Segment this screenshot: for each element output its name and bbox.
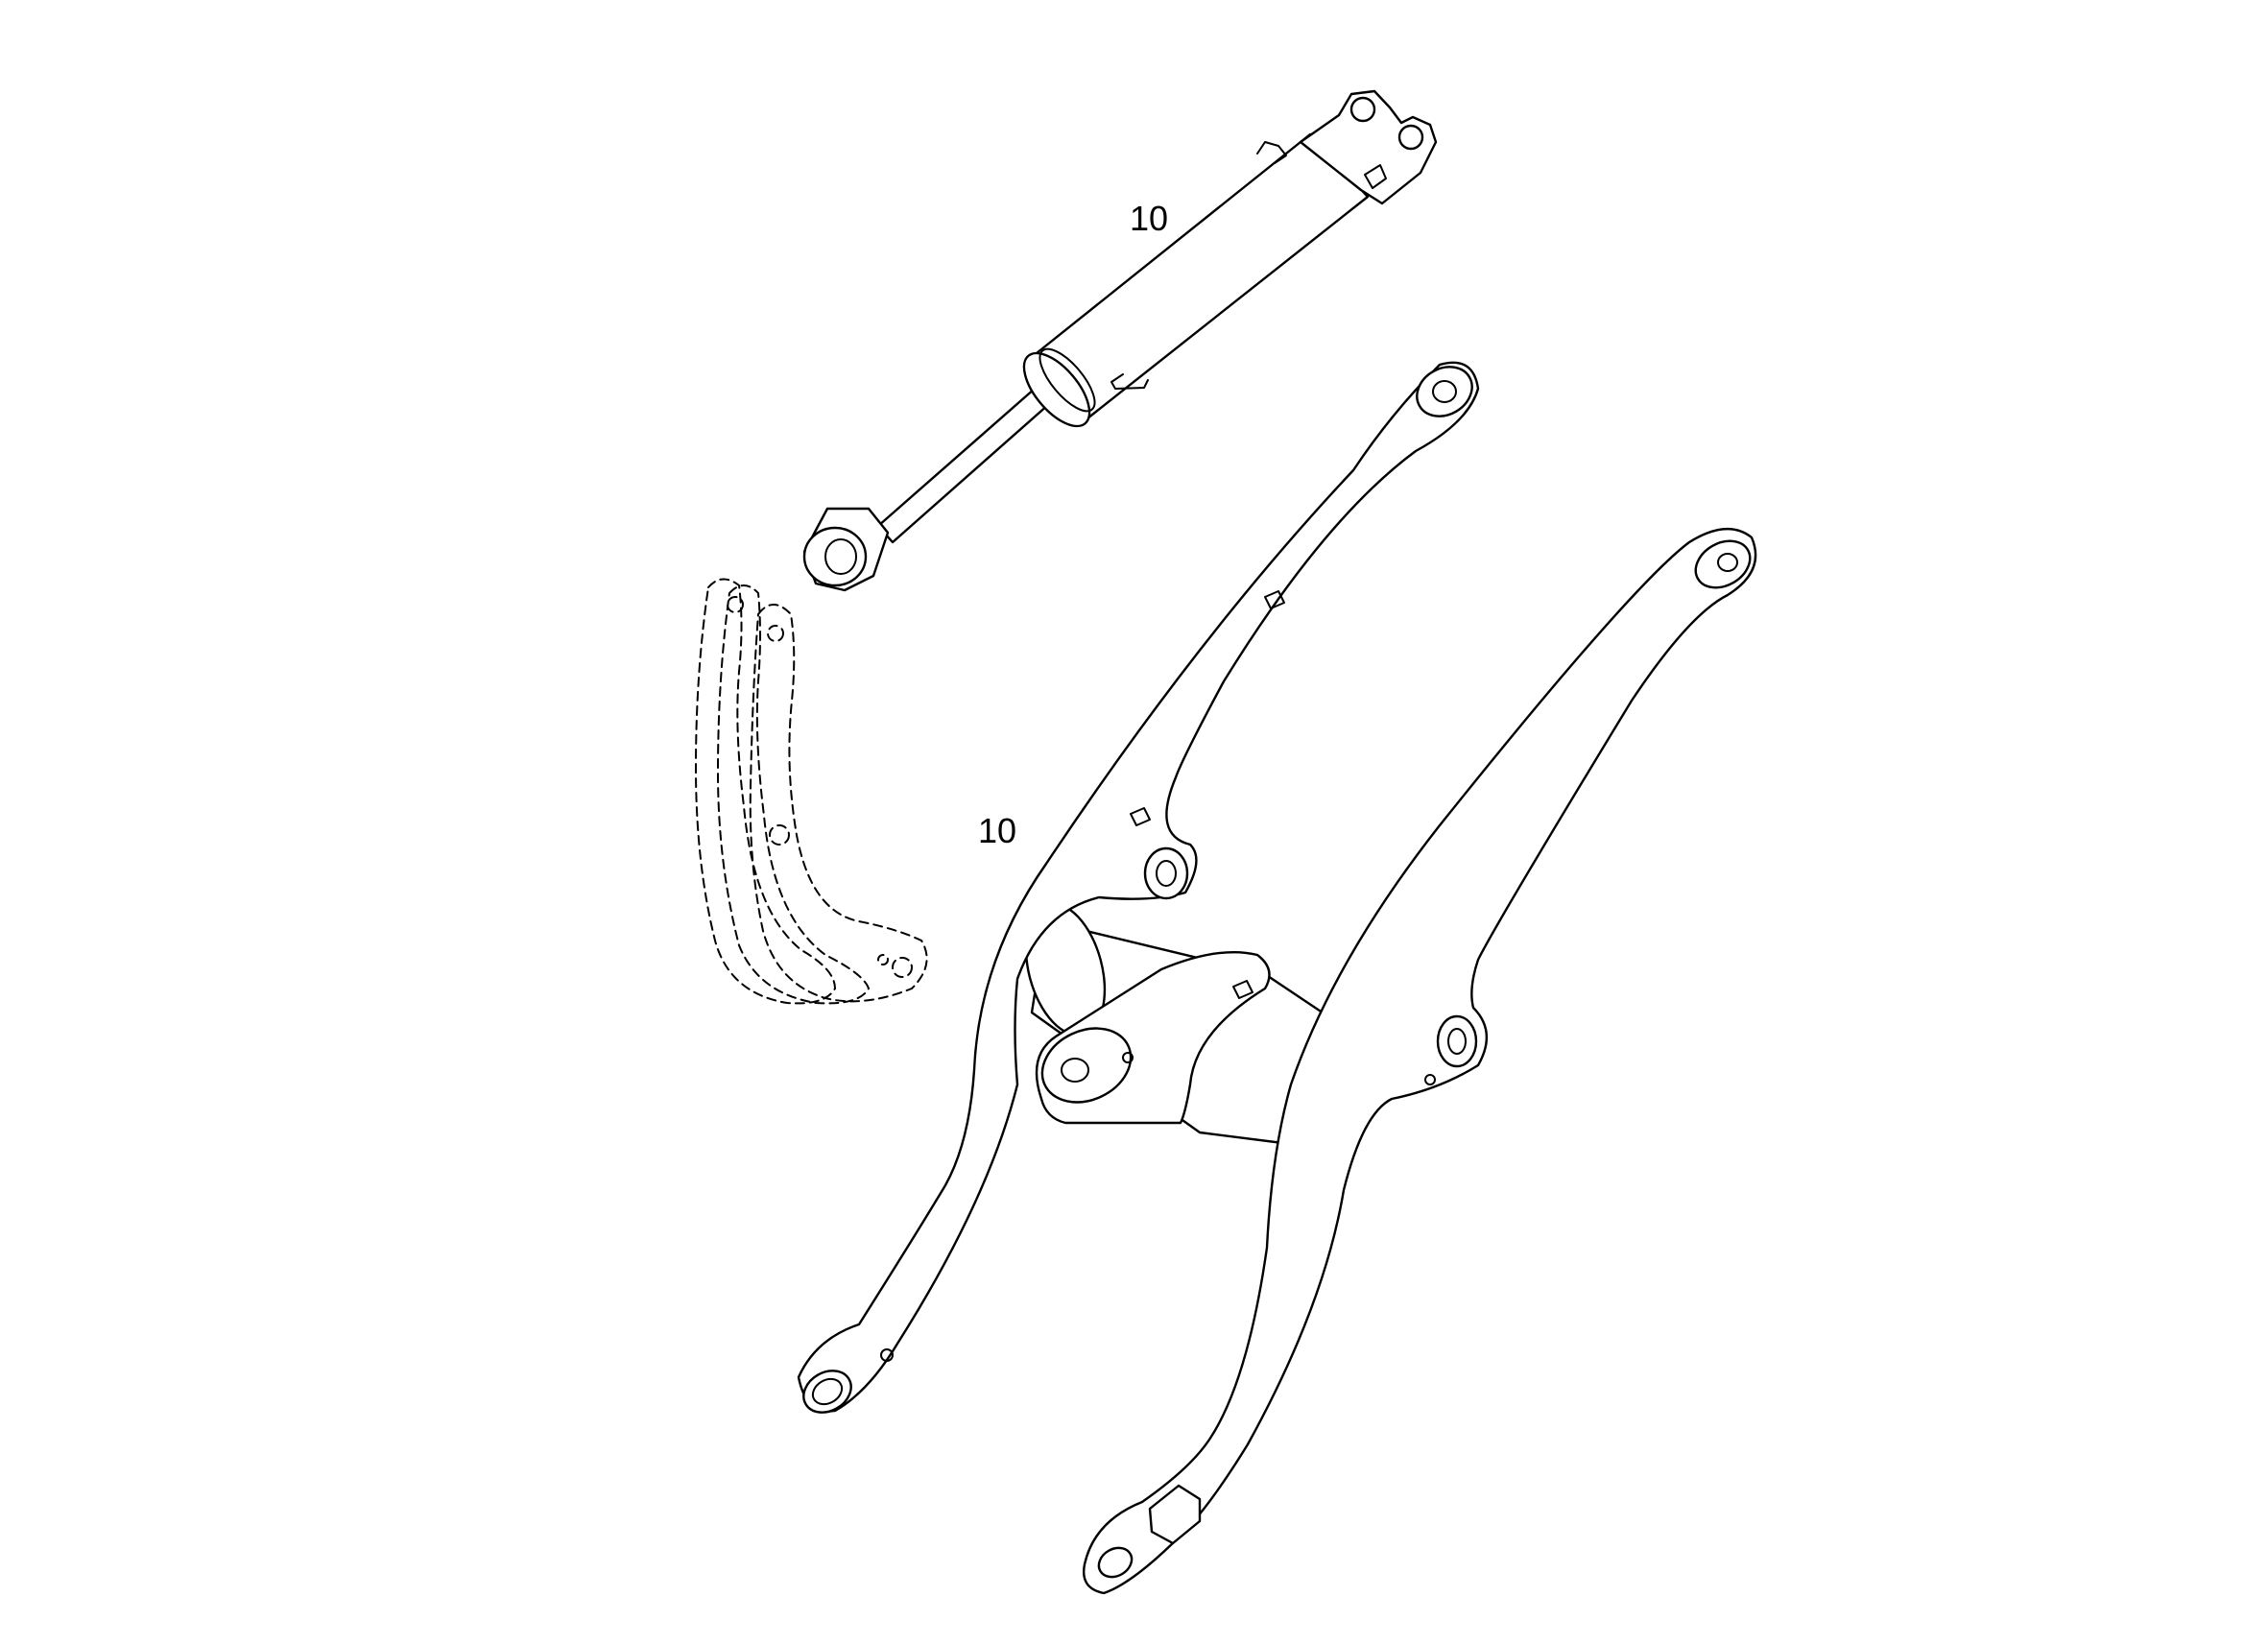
center-lug-fitting: [1122, 1052, 1134, 1063]
right-arm-top-pin-hole: [1717, 553, 1738, 572]
right-arm-stop-block: [1148, 1484, 1202, 1545]
left-arm-top-boss: [1416, 366, 1473, 417]
phantom-bracket: [694, 578, 928, 1005]
hydraulic-cylinder: [802, 89, 1438, 592]
phantom-plate-back: [694, 578, 837, 1005]
right-arm-mid-pin-hole: [1447, 1028, 1467, 1055]
right-arm-mid-boss: [1436, 1014, 1478, 1068]
left-arm-mid-pin-hole: [1156, 860, 1177, 887]
cylinder-clevis-head: [1299, 89, 1438, 205]
right-arm: [1083, 527, 1757, 1595]
cylinder-barrel-end: [1022, 351, 1091, 428]
right-arm-top-boss: [1694, 539, 1752, 589]
phantom-hole-5: [877, 954, 889, 965]
phantom-hole-2: [767, 625, 784, 642]
center-lug-pin-hole: [1061, 1058, 1089, 1083]
rod-eye-hole: [824, 538, 857, 575]
cylinder-port-lower: [1110, 373, 1149, 390]
clevis-pin-hole-2: [1397, 124, 1424, 151]
left-arm-grease-fitting: [880, 1348, 894, 1362]
clevis-pin-hole-1: [1349, 96, 1376, 123]
left-arm-top-pin-hole: [1432, 380, 1457, 403]
callout-cylinder: 10: [1130, 199, 1169, 238]
left-arm-foot-bore-inner: [811, 1377, 844, 1406]
cylinder-port-upper: [1256, 141, 1287, 164]
phantom-hole-3: [769, 824, 790, 846]
phantom-plate-front: [749, 604, 928, 1003]
cross-tube-mark: [1232, 980, 1253, 999]
clevis-detail: [1364, 164, 1387, 189]
phantom-hole-1: [727, 596, 744, 613]
left-arm-lower-mark: [1130, 807, 1151, 826]
left-arm-upper-mark: [1264, 590, 1285, 609]
cylinder-barrel-ring: [1039, 347, 1096, 413]
right-arm-foot-bore: [1097, 1546, 1134, 1579]
phantom-plate-middle: [716, 584, 871, 1005]
cylinder-barrel: [1030, 132, 1370, 424]
right-arm-grease-fitting: [1424, 1074, 1436, 1085]
lift-arm-frame: [797, 361, 1757, 1595]
left-arm: [797, 361, 1480, 1413]
left-arm-mid-boss: [1143, 846, 1189, 900]
phantom-hole-4: [892, 957, 913, 978]
callout-lift-arm: 10: [978, 811, 1017, 850]
